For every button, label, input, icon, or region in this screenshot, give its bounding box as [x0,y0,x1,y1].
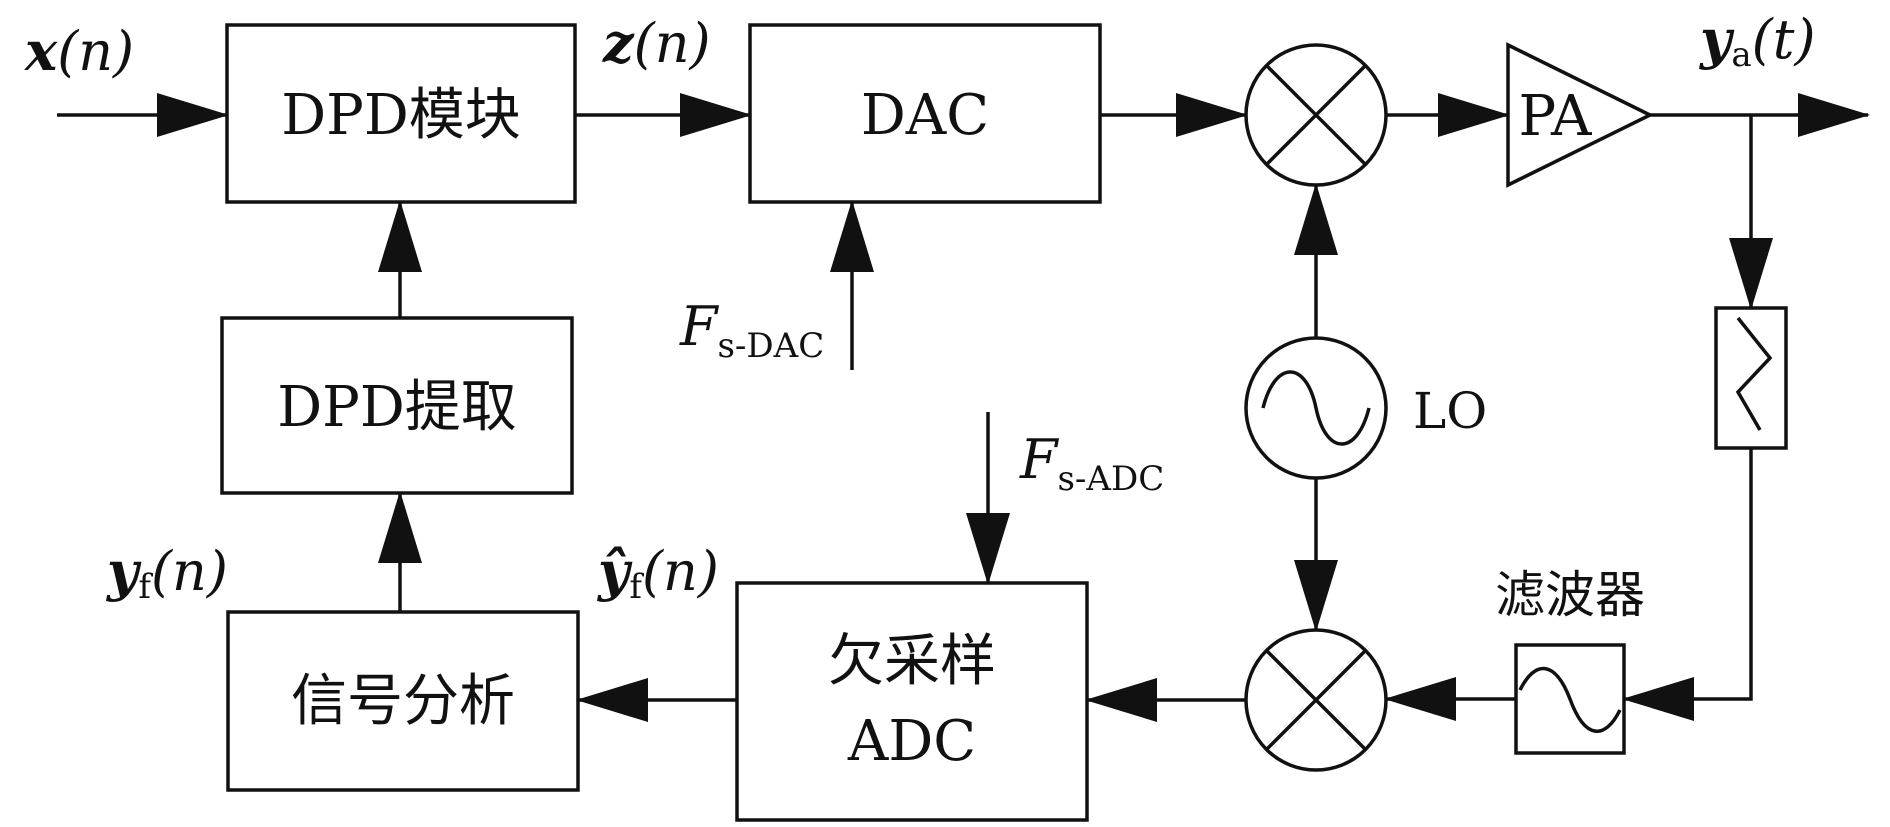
signal-yf-hat-label: ŷf(n) [597,539,719,607]
adc-label: ADC [847,709,976,774]
dpd-extract-block: DPD提取 [220,316,574,495]
downconversion-mixer [1244,628,1388,772]
dpd-extract-label: DPD提取 [277,375,516,440]
undersampling-label: 欠采样 [828,629,996,694]
power-amplifier: PA [1506,42,1654,188]
signal-analysis-label: 信号分析 [291,669,515,734]
signal-ya-label: ya(t) [1699,7,1816,75]
lo-label: LO [1413,382,1487,440]
arrow-coupler-to-filter [1622,448,1753,721]
dac-label: DAC [861,83,989,148]
fs-dac-label: Fs-DAC [679,295,824,366]
pa-label: PA [1519,84,1593,149]
fs-adc-label: Fs-ADC [1019,428,1164,499]
local-oscillator: LO [1244,336,1487,480]
signal-yf-label: yf(n) [106,539,228,607]
signal-x-label: x(n) [24,19,134,83]
output-coupler [1714,306,1788,450]
bandpass-filter: 滤波器 [1495,566,1645,755]
dac-block: DAC [748,23,1102,204]
undersampling-adc-block: 欠采样 ADC [735,581,1089,822]
dpd-module-block: DPD模块 [225,23,577,204]
signal-z-label: z(n) [602,11,711,75]
upconversion-mixer [1244,43,1388,187]
dpd-module-label: DPD模块 [281,83,520,148]
filter-label: 滤波器 [1495,566,1645,624]
signal-analysis-block: 信号分析 [226,610,580,792]
